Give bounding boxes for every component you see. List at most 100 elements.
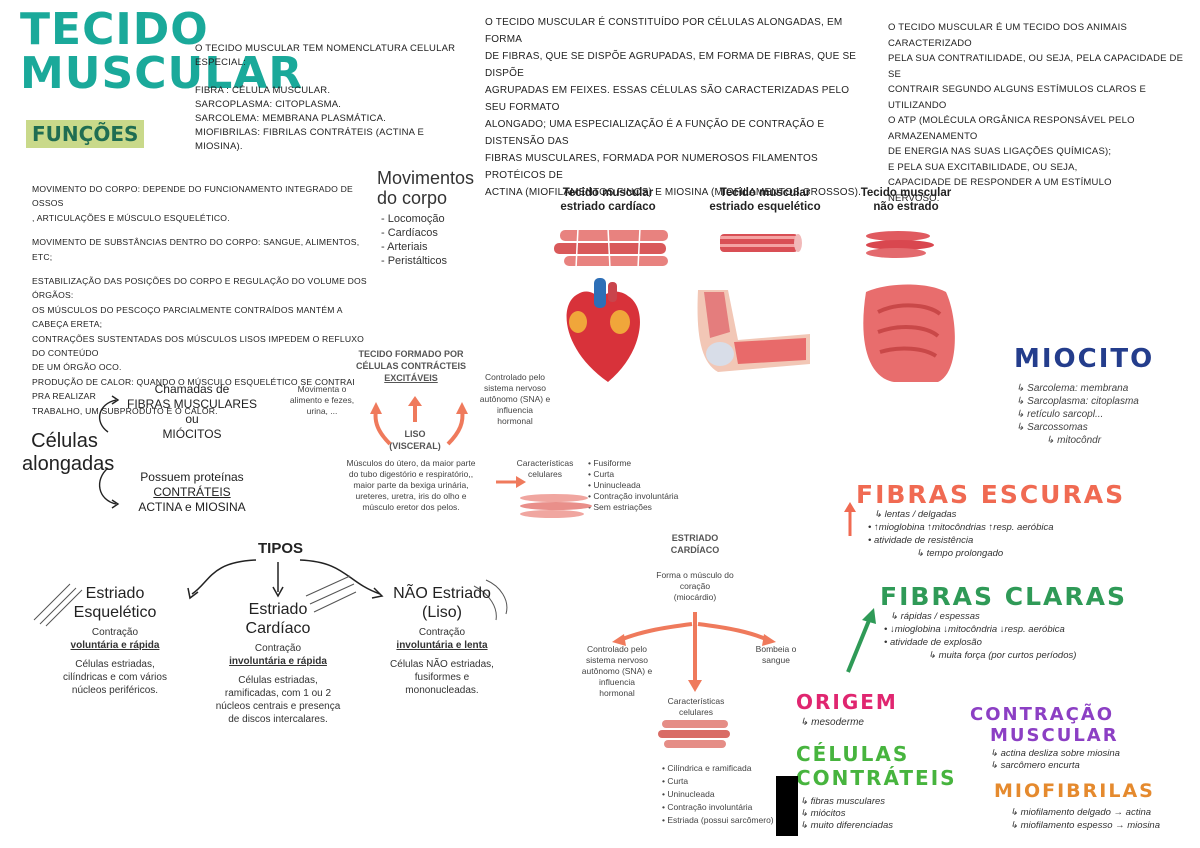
intro-right-line: E PELA SUA EXCITABILIDADE, OU SEJA, (888, 161, 1078, 173)
type-desc-line: ramificadas, com 1 ou 2 (224, 688, 332, 699)
liso-location-line: ureteres, uretra, iris do olho e (355, 491, 467, 501)
miocito-list: ↳ Sarcolema: membrana ↳ Sarcoplasma: cit… (1016, 382, 1194, 447)
contracao-title-line: MUSCULAR (990, 725, 1119, 746)
contracao-title: CONTRAÇÃO MUSCULAR (970, 704, 1119, 746)
cardiaco-left-note-line: hormonal (599, 688, 635, 698)
functions-heading: FUNÇÕES (26, 120, 145, 148)
function-line: OS MÚSCULOS DO PESCOÇO PARCIALMENTE CONT… (32, 304, 343, 330)
contrateis-title: CÉLULAS CONTRÁTEIS (796, 742, 957, 790)
movimentos-item: - Arteriais (381, 241, 428, 253)
function-line: DE UM ÓRGÃO OCO. (32, 362, 122, 373)
fibras-escuras-item: • atividade de resistência (868, 535, 974, 546)
cardiaco-char-title: Características celulares (656, 696, 736, 718)
cardiaco-right-note-line: Bombeia o (755, 644, 797, 654)
function-line: ESTABILIZAÇÃO DAS POSIÇÕES DO CORPO E RE… (32, 276, 367, 301)
cardiaco-left-note-line: sistema nervoso (586, 655, 648, 665)
movimentos-item: - Peristálticos (381, 255, 448, 267)
liso-char-item: • Contração involuntária (588, 491, 679, 501)
contracao-title-line: CONTRAÇÃO (970, 704, 1115, 725)
miofibrilas-item: ↳ miofilamento espesso → miosina (1010, 820, 1160, 831)
liso-location-line: Músculos do útero, da maior parte (346, 458, 476, 468)
tissue-label-line: Tecido muscular (562, 187, 654, 199)
contracao-list: ↳ actina desliza sobre miosina ↳ sarcôme… (990, 748, 1190, 772)
cardiaco-heading-line: ESTRIADO (671, 533, 719, 543)
cardiaco-forms-line: coração (679, 581, 711, 591)
celulas-top: Chamadas de FIBRAS MUSCULARES ou MIÓCITO… (112, 382, 272, 442)
cardiaco-char-title-line: celulares (678, 707, 714, 717)
liso-right-note-line: hormonal (497, 416, 533, 426)
liso-char-title-line: celulares (527, 469, 563, 479)
liso-location-line: maior parte da bexiga urinária, (353, 480, 469, 490)
cardiaco-char-item: • Curta (662, 776, 689, 786)
cardiaco-left-note-line: influencia (599, 677, 635, 687)
cardiaco-left-note-line: Controlado pelo (586, 644, 647, 654)
intro-left-item: SARCOPLASMA: CITOPLASMA. (195, 99, 342, 110)
liso-char-title-line: Características (516, 458, 574, 468)
title-line2: MUSCULAR (20, 48, 304, 99)
smooth-fibers-image (866, 231, 934, 258)
celulas-top-line: MIÓCITOS (162, 427, 222, 441)
type-contraction: Contração (91, 627, 139, 638)
type-contraction: Contração (418, 627, 466, 638)
liso-locations: Músculos do útero, da maior parte do tub… (336, 458, 486, 513)
type-desc-line: núcleos centrais e presença (215, 701, 341, 712)
tissue-label-smooth: Tecido muscular não estrado (846, 186, 966, 214)
intro-left: O TECIDO MUSCULAR TEM NOMENCLATURA CELUL… (195, 42, 465, 154)
function-line: TRABALHO, UM SUBPRODUTO É O CALOR. (32, 405, 218, 416)
heart-image (566, 278, 640, 382)
movimentos-title: Movimentos (377, 168, 475, 188)
liso-location-line: do tubo digestório e respiratório,, (348, 469, 474, 479)
cardiaco-right-note: Bombeia o sangue (748, 644, 804, 666)
type-name-line: NÃO Estriado (393, 585, 491, 602)
cardiaco-right-note-line: sangue (762, 655, 790, 665)
fibras-escuras-item: • ↑mioglobina ↑mitocôndrias ↑resp. aerób… (868, 522, 1054, 533)
intro-center-line: O TECIDO MUSCULAR É CONSTITUÍDO POR CÉLU… (485, 17, 843, 45)
type-cardiaco: Estriado Cardíaco Contração involuntária… (208, 600, 348, 726)
intro-left-item: MIOFIBRILAS: FIBRILAS CONTRÁTEIS (ACTINA… (195, 127, 425, 152)
intro-right: O TECIDO MUSCULAR É UM TECIDO DOS ANIMAI… (888, 20, 1188, 206)
intro-right-line: PELA SUA CONTRATILIDADE, OU SEJA, PELA C… (888, 53, 1184, 80)
miofibrilas-list: ↳ miofilamento delgado → actina ↳ miofil… (1010, 806, 1196, 832)
intro-right-line: CAPACIDADE DE RESPONDER A UM ESTÍMULO (888, 177, 1112, 188)
contrateis-list: ↳ fibras musculares ↳ miócitos ↳ muito d… (800, 796, 940, 832)
function-line: , ARTICULAÇÕES E MÚSCULO ESQUELÉTICO. (32, 212, 230, 223)
liso-char-item: • Fusiforme (588, 458, 632, 468)
liso-heading: TECIDO FORMADO POR CÉLULAS CONTRÁCTEIS E… (346, 348, 476, 384)
miocito-item: ↳ mitocôndr (1046, 435, 1102, 446)
liso-left-note-line: alimento e fezes, (289, 395, 355, 405)
miocito-item: ↳ Sarcoplasma: citoplasma (1016, 396, 1139, 407)
cardiaco-char-title-line: Características (667, 696, 725, 706)
liso-right-note: Controlado pelo sistema nervoso autônomo… (470, 372, 560, 427)
type-contraction-kind: involuntária e lenta (396, 640, 488, 651)
fibras-escuras-title: FIBRAS ESCURAS (856, 480, 1126, 509)
fibras-claras-arrow (846, 608, 876, 673)
fibras-escuras-item: ↳ lentas / delgadas (874, 509, 957, 520)
movimentos-item: - Locomoção (381, 213, 445, 225)
cardiaco-heading: ESTRIADO CARDÍACO (655, 532, 735, 556)
cardiaco-char-list: • Cilíndrica e ramificada • Curta • Unin… (662, 762, 792, 827)
function-line: PRODUÇÃO DE CALOR: QUANDO O MÚSCULO ESQU… (32, 376, 355, 402)
liso-char-list: • Fusiforme • Curta • Uninucleada • Cont… (588, 458, 698, 513)
tipos-cell-sketches (33, 575, 508, 627)
fibras-claras-item: • atividade de explosão (884, 637, 982, 648)
liso-name-line: (VISCERAL) (389, 441, 441, 451)
celulas-title-line: Células (31, 430, 98, 452)
intro-right-line: O ATP (MOLÉCULA ORGÂNICA RESPONSÁVEL PEL… (888, 115, 1135, 142)
liso-char-item: • Curta (588, 469, 615, 479)
origem-item: ↳ mesoderme (800, 717, 864, 728)
type-contraction-kind: voluntária e rápida (70, 640, 160, 651)
intro-center-line: ALONGADO; UMA ESPECIALIZAÇÃO É A FUNÇÃO … (485, 119, 825, 147)
contrateis-item: ↳ fibras musculares (800, 796, 886, 807)
type-esqueletico: Estriado Esquelético Contração voluntári… (50, 584, 180, 697)
arm-muscle-image (697, 290, 810, 372)
liso-heading-line: TECIDO FORMADO POR (358, 349, 464, 359)
tissue-label-line: Tecido muscular (719, 187, 811, 199)
liso-left-note-line: urina, ... (306, 406, 338, 416)
cardiaco-left-note-line: autônomo (SNA) e (581, 666, 653, 676)
cardiac-fibers-image (554, 227, 668, 269)
tissue-label-line: estriado cardíaco (560, 201, 656, 213)
title-line1: TECIDO (20, 4, 209, 55)
celulas-top-line: ou (185, 412, 199, 426)
origem-title: ORIGEM (796, 690, 898, 714)
type-desc-line: núcleos periféricos. (71, 685, 159, 696)
